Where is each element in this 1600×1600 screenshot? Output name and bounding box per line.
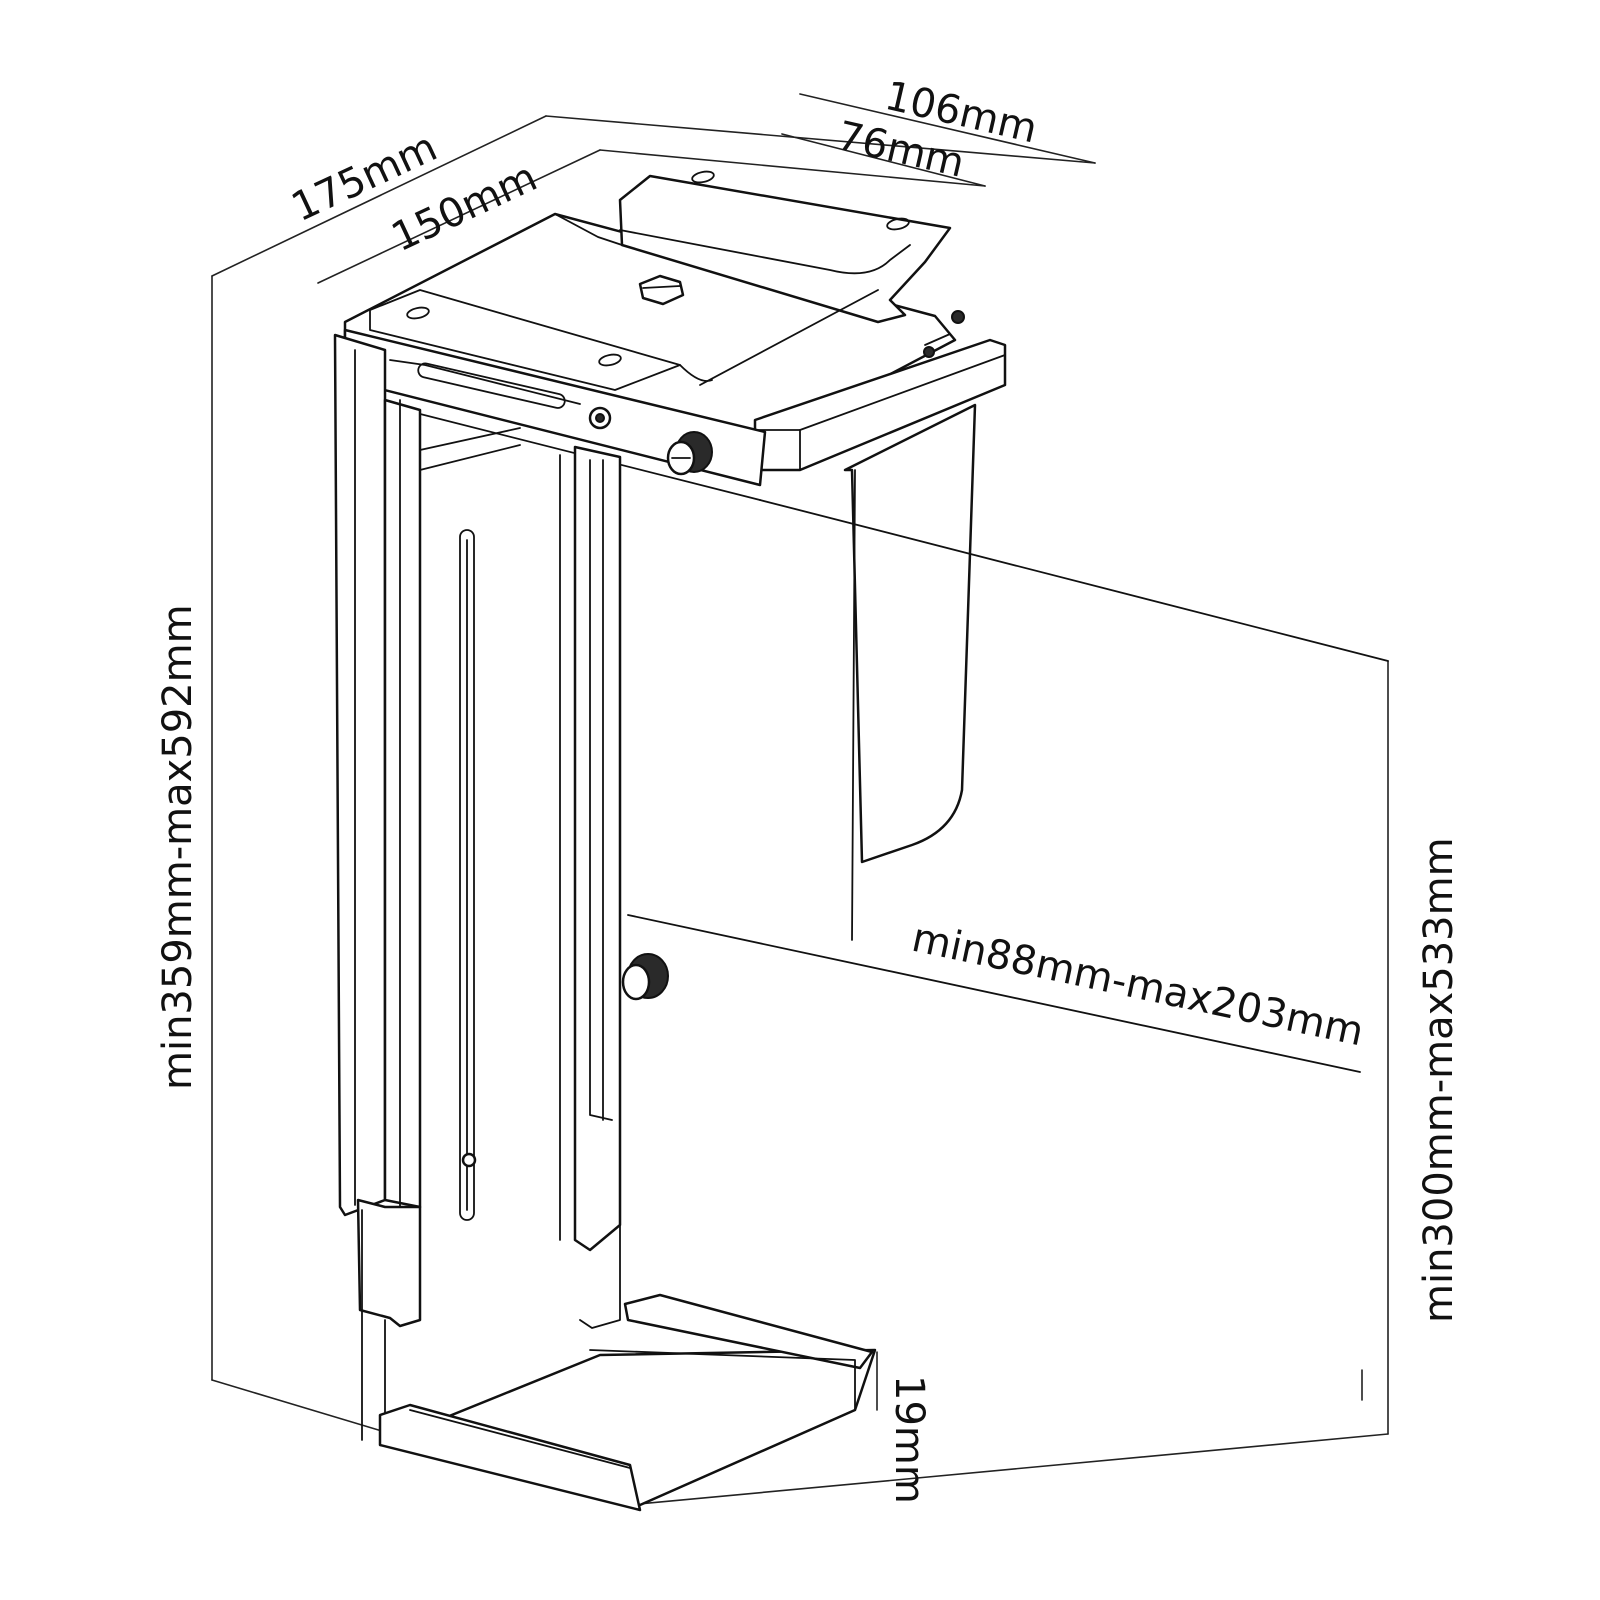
case-height-range-label: min300mm-max533mm bbox=[1416, 837, 1462, 1323]
height-range-label: min359mm-max592mm bbox=[155, 604, 201, 1090]
side-adjust-knob-icon bbox=[621, 953, 669, 1001]
dimension-lines bbox=[211, 93, 1389, 1506]
left-vertical-arm bbox=[333, 333, 521, 1441]
top-channel-rail bbox=[753, 310, 1007, 472]
side-drop-plate bbox=[843, 403, 977, 864]
case-width-range-label: min88mm-max203mm bbox=[908, 915, 1368, 1056]
bottom-lip-label: 19mm bbox=[886, 1375, 932, 1504]
inner-vertical-arm bbox=[559, 445, 622, 1329]
bottom-tray bbox=[378, 1293, 877, 1512]
top-adjust-knob-icon bbox=[666, 431, 713, 476]
